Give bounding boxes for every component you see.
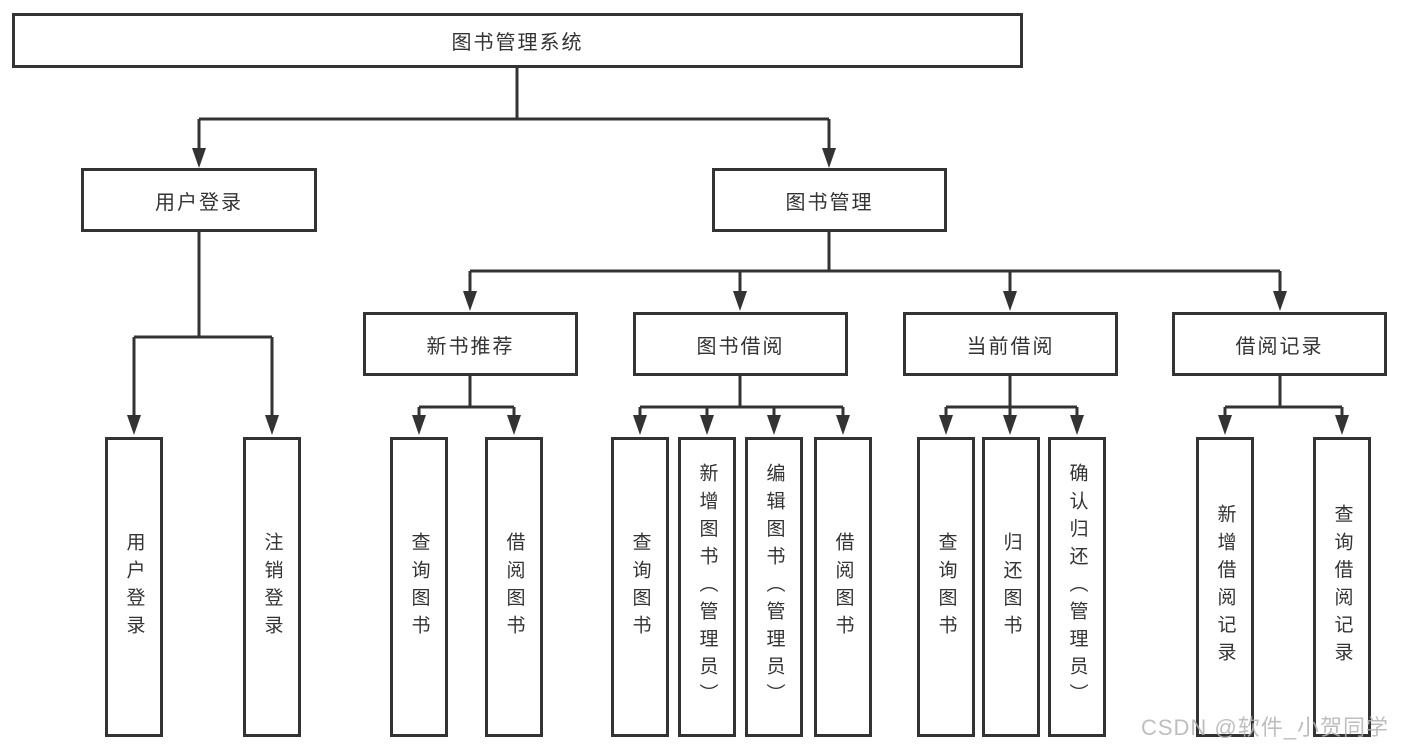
node-library-management-system: 图书管理系统 xyxy=(12,13,1023,68)
node-leaf-logout: 注销登录 xyxy=(243,437,301,737)
node-leaf-add-borrow-record: 新增借阅记录 xyxy=(1196,437,1254,737)
node-leaf-borrow-books: 借阅图书 xyxy=(814,437,872,737)
node-leaf-add-books-admin: 新增图书（管理员） xyxy=(678,437,736,737)
node-leaf-confirm-return-admin: 确认归还（管理员） xyxy=(1048,437,1106,737)
node-leaf-borrow-books-recommend: 借阅图书 xyxy=(485,437,543,737)
node-new-book-recommendation: 新书推荐 xyxy=(363,312,578,376)
node-leaf-query-books-current: 查询图书 xyxy=(917,437,975,737)
node-leaf-user-login: 用户登录 xyxy=(105,437,163,737)
node-leaf-query-books-borrowing: 查询图书 xyxy=(611,437,669,737)
node-leaf-edit-books-admin: 编辑图书（管理员） xyxy=(745,437,803,737)
node-leaf-query-borrow-record: 查询借阅记录 xyxy=(1313,437,1371,737)
node-leaf-return-books: 归还图书 xyxy=(982,437,1040,737)
node-borrowing-records: 借阅记录 xyxy=(1172,312,1387,376)
node-book-management: 图书管理 xyxy=(712,168,947,232)
node-user-login: 用户登录 xyxy=(81,168,317,232)
csdn-watermark: CSDN @软件_小贺同学 xyxy=(1140,715,1389,740)
node-leaf-query-books-recommend: 查询图书 xyxy=(390,437,448,737)
node-current-borrowing: 当前借阅 xyxy=(903,312,1118,376)
node-book-borrowing: 图书借阅 xyxy=(633,312,848,376)
